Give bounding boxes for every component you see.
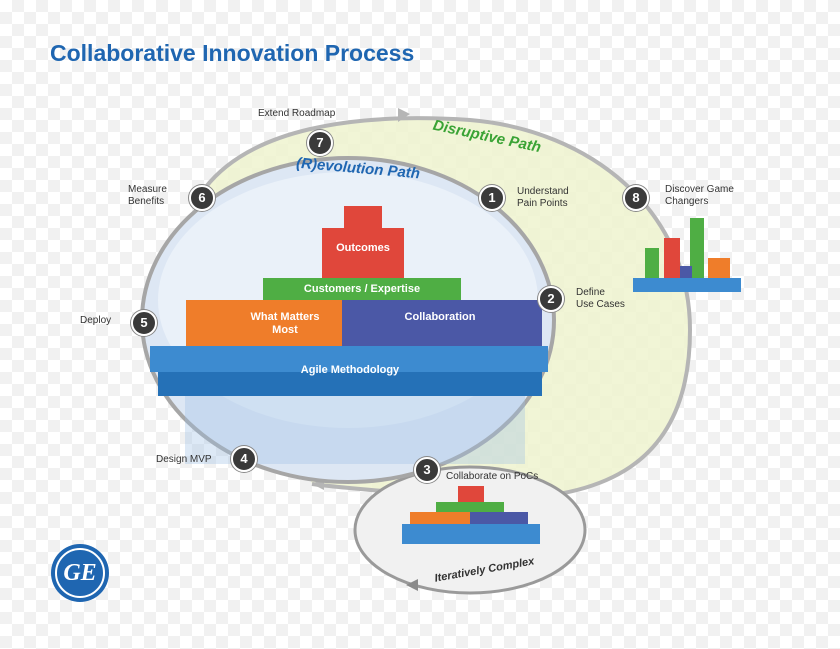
- step-7-marker: 7: [307, 130, 333, 156]
- step-5-marker: 5: [131, 310, 157, 336]
- collaboration-label: Collaboration: [404, 311, 476, 323]
- iterative-arrowhead: [406, 579, 418, 591]
- outcomes-label: Outcomes: [336, 242, 390, 254]
- step-6-marker: 6: [189, 185, 215, 211]
- disruptive-arrowhead: [398, 108, 410, 122]
- game-changers-tower-red: [664, 238, 680, 278]
- customers-label: Customers / Expertise: [303, 283, 421, 295]
- outcomes-top-brick: [344, 206, 382, 228]
- step-5-label: Deploy: [80, 315, 112, 326]
- step-1-marker: 1: [479, 185, 505, 211]
- step-3-label: Collaborate on PoCs: [446, 471, 539, 482]
- mini-pyramid-mid-right: [470, 512, 528, 524]
- step-3-marker: 3: [414, 457, 440, 483]
- what-matters-block: [186, 300, 342, 346]
- ge-logo: GE: [51, 544, 109, 602]
- game-changers-tower-green: [645, 248, 659, 278]
- agile-label: Agile Methodology: [300, 364, 400, 376]
- pyramid-base-row1: [150, 346, 548, 372]
- step-6-label: Measure Benefits: [128, 184, 167, 207]
- customers-block: [263, 278, 461, 300]
- outcomes-block: [322, 228, 404, 278]
- pyramid-base-row2: [158, 372, 542, 396]
- game-changers-tower-orange: [708, 258, 730, 278]
- page-title: Collaborative Innovation Process: [50, 40, 415, 66]
- step-4-marker: 4: [231, 446, 257, 472]
- game-changers-block-purple: [680, 266, 692, 278]
- step-2-label: Define Use Cases: [576, 287, 625, 310]
- step-4-label: Design MVP: [156, 454, 212, 465]
- step-8-label: Discover Game Changers: [665, 184, 734, 207]
- mini-pyramid-mid-left: [410, 512, 470, 524]
- step-8-marker: 8: [623, 185, 649, 211]
- game-changers-base: [633, 278, 741, 292]
- mini-pyramid-top: [458, 486, 484, 502]
- step-7-label: Extend Roadmap: [258, 108, 336, 119]
- step-2-marker: 2: [538, 286, 564, 312]
- ge-logo-text: GE: [63, 559, 97, 586]
- mini-pyramid-upper: [436, 502, 504, 512]
- collaboration-block: [342, 300, 542, 346]
- what-matters-label: What Matters Most: [250, 311, 320, 336]
- step-1-label: Understand Pain Points: [517, 186, 569, 209]
- game-changers-tower-tall: [690, 218, 704, 278]
- mini-pyramid-base: [402, 524, 540, 544]
